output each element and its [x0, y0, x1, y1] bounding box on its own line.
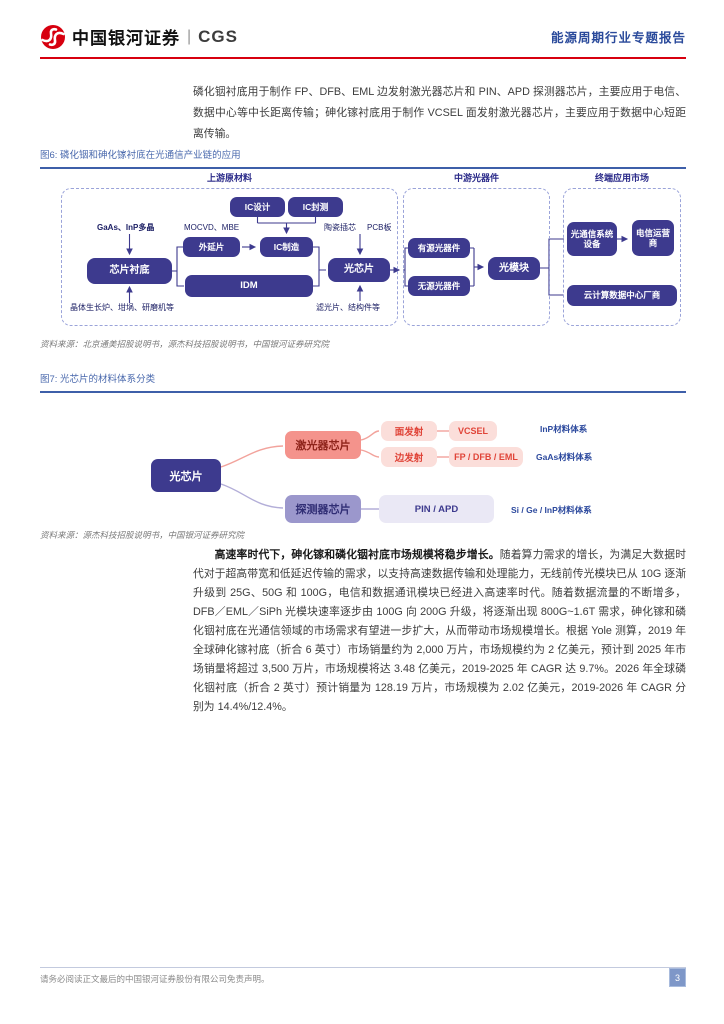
node-active-optical-device: 有源光器件 [408, 238, 470, 258]
label-gaas-material-system: GaAs材料体系 [536, 452, 593, 462]
analysis-lead-sentence: 高速率时代下，砷化镓和磷化铟衬底市场规模将稳步增长。 [214, 549, 500, 561]
brand-logo: 中国银河证券 | CGS [40, 24, 238, 50]
node-cloud-datacenter: 云计算数据中心厂商 [567, 285, 677, 306]
page-number-badge: 3 [669, 968, 686, 987]
figure7-caption: 图7: 光芯片的材料体系分类 [40, 371, 686, 393]
label-pcb: PCB板 [367, 223, 392, 232]
section-upstream-label: 上游原材料 [206, 173, 252, 183]
brand-divider: | [187, 27, 192, 45]
node-passive-optical-device: 无源光器件 [408, 276, 470, 296]
node-ic-design: IC设计 [230, 197, 285, 217]
node-pin-apd: PIN / APD [379, 495, 494, 523]
section-downstream-label: 终端应用市场 [594, 173, 649, 183]
node-detector-chip: 探测器芯片 [285, 495, 361, 523]
node-chip-substrate: 芯片衬底 [87, 258, 172, 284]
figure7-source: 资料来源：源杰科技招股说明书，中国银河证券研究院 [40, 530, 245, 540]
label-si-ge-inp-material-system: Si / Ge / InP材料体系 [511, 505, 592, 515]
brand-name-cn: 中国银河证券 [72, 29, 180, 48]
node-ic-manufacturing: IC制造 [260, 237, 313, 257]
label-inp-material-system: InP材料体系 [540, 424, 588, 434]
analysis-paragraph: 高速率时代下，砷化镓和磷化铟衬底市场规模将稳步增长。随着算力需求的增长，为满足大… [193, 546, 686, 717]
node-optical-chip-root: 光芯片 [151, 459, 221, 492]
node-ic-package-test: IC封测 [288, 197, 343, 217]
figure7-diagram: 光芯片 激光器芯片 面发射 VCSEL 边发射 FP / DFB / EML 探… [40, 393, 686, 528]
node-telecom-operator: 电信运营商 [632, 220, 674, 256]
label-gaas-inp-polycrystal: GaAs、InP多晶 [97, 223, 155, 232]
node-optical-comm-system: 光通信系统设备 [567, 222, 617, 256]
report-title: 能源周期行业专题报告 [550, 31, 686, 45]
node-laser-chip: 激光器芯片 [285, 431, 361, 459]
node-optical-module: 光模块 [488, 257, 540, 280]
downstream-section-frame [563, 188, 681, 326]
figure6-connectors [126, 217, 629, 303]
node-vcsel: VCSEL [449, 421, 497, 441]
galaxy-swirl-icon [40, 24, 66, 50]
upstream-section-frame [61, 188, 398, 326]
midstream-section-frame [403, 188, 550, 326]
brand-name-en: CGS [198, 26, 238, 46]
section-midstream-label: 中游光器件 [453, 173, 499, 183]
figure6-diagram: 上游原材料 中游光器件 终端应用市场 IC设计 IC封测 外延片 IC制造 ID… [40, 170, 686, 332]
footer-divider [40, 967, 686, 968]
figure6-source: 资料来源：北京通美招股说明书，源杰科技招股说明书，中国银河证券研究院 [40, 339, 330, 349]
node-epitaxial-wafer: 外延片 [183, 237, 240, 257]
label-filter-parts: 滤光片、结构件等 [316, 303, 380, 312]
node-surface-emitting: 面发射 [381, 421, 437, 441]
analysis-body-text: 随着算力需求的增长，为满足大数据时代对于超高带宽和低延迟传输的需求，以支持高速数… [193, 549, 686, 713]
node-optical-chip: 光芯片 [328, 258, 390, 282]
label-mocvd-mbe: MOCVD、MBE [184, 223, 240, 232]
page-header: 中国银河证券 | CGS 能源周期行业专题报告 [40, 16, 686, 59]
label-crystal-equipment: 晶体生长炉、坩埚、研磨机等 [70, 303, 174, 312]
figure7-connectors [220, 430, 449, 510]
node-edge-emitting: 边发射 [381, 447, 437, 467]
figure6-caption: 图6: 磷化铟和砷化镓衬底在光通信产业链的应用 [40, 147, 686, 169]
node-idm: IDM [185, 275, 313, 297]
node-fp-dfb-eml: FP / DFB / EML [449, 447, 523, 467]
footer-disclaimer: 请务必阅读正文最后的中国银河证券股份有限公司免责声明。 [40, 974, 270, 984]
label-ceramic-ferrule: 陶瓷插芯 [324, 223, 356, 232]
intro-paragraph: 磷化铟衬底用于制作 FP、DFB、EML 边发射激光器芯片和 PIN、APD 探… [193, 86, 686, 140]
